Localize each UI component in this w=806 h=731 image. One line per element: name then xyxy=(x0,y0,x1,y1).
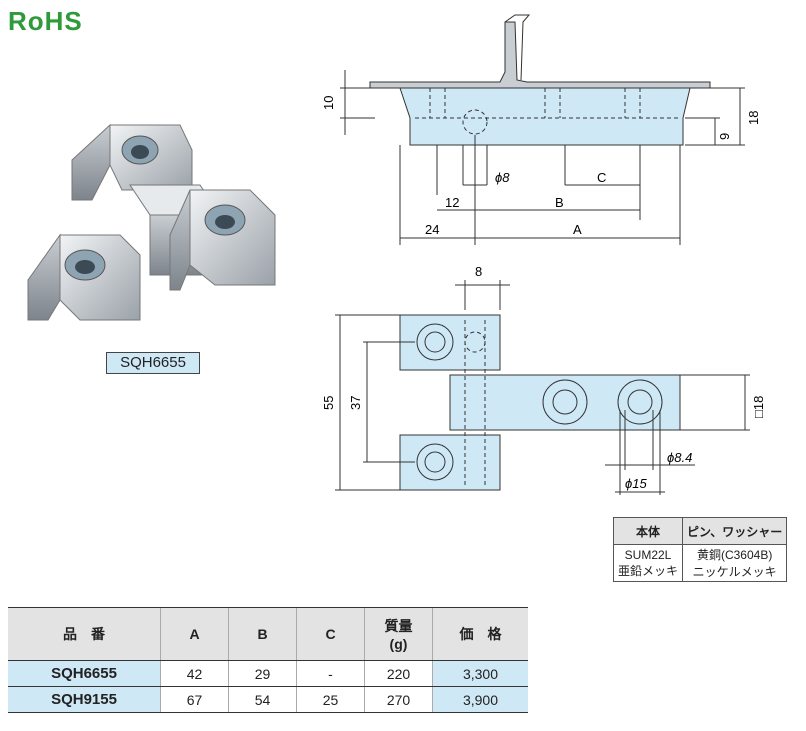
product-illustration xyxy=(27,123,276,321)
header-mass: 質量(g) xyxy=(364,607,433,661)
dim-sq18: □18 xyxy=(751,396,766,418)
cell-mass: 270 xyxy=(364,686,433,713)
header-part-number: 品 番 xyxy=(8,607,161,661)
dim-9: 9 xyxy=(717,133,732,140)
cell-c: 25 xyxy=(296,686,365,713)
part-number: SQH6655 xyxy=(8,660,161,687)
materials-header-pin: ピン、ワッシャー xyxy=(682,517,788,545)
cell-b: 54 xyxy=(228,686,297,713)
materials-pin-material: 黄銅(C3604B)ニッケルメッキ xyxy=(682,544,788,582)
cell-a: 42 xyxy=(160,660,229,687)
materials-header-body: 本体 xyxy=(612,517,684,545)
dim-37: 37 xyxy=(348,396,363,410)
header-price: 価 格 xyxy=(432,607,528,661)
cell-c: - xyxy=(296,660,365,687)
spec-table: 品 番 A B C 質量(g) 価 格 SQH6655 42 29 - 220 … xyxy=(8,607,528,713)
dim-12: 12 xyxy=(445,195,459,210)
dim-a: A xyxy=(573,222,582,237)
header-a: A xyxy=(160,607,229,661)
dim-phi8-4: ϕ8.4 xyxy=(667,450,692,465)
dim-18: 18 xyxy=(746,111,761,125)
header-c: C xyxy=(296,607,365,661)
dim-8: 8 xyxy=(475,264,482,279)
table-row: SQH6655 42 29 - 220 3,300 xyxy=(8,660,528,687)
dim-10: 10 xyxy=(321,96,336,110)
side-view-drawing: 10 18 9 ϕ8 C 12 B 24 A xyxy=(321,14,761,245)
cell-a: 67 xyxy=(160,686,229,713)
part-number: SQH9155 xyxy=(8,686,161,713)
dim-b: B xyxy=(555,195,564,210)
rohs-logo: RoHS xyxy=(8,6,83,36)
cell-b: 29 xyxy=(228,660,297,687)
dim-phi8: ϕ8 xyxy=(495,170,510,185)
table-row: SQH9155 67 54 25 270 3,900 xyxy=(8,686,528,713)
dim-55: 55 xyxy=(321,396,336,410)
cell-mass: 220 xyxy=(364,660,433,687)
cell-price: 3,300 xyxy=(432,660,528,687)
plan-view-drawing: 8 55 37 □18 ϕ8.4 ϕ15 xyxy=(321,264,766,495)
dim-c: C xyxy=(597,170,606,185)
header-b: B xyxy=(228,607,297,661)
dim-phi15: ϕ15 xyxy=(625,476,647,491)
dim-24: 24 xyxy=(425,222,439,237)
model-label: SQH6655 xyxy=(106,352,200,374)
cell-price: 3,900 xyxy=(432,686,528,713)
